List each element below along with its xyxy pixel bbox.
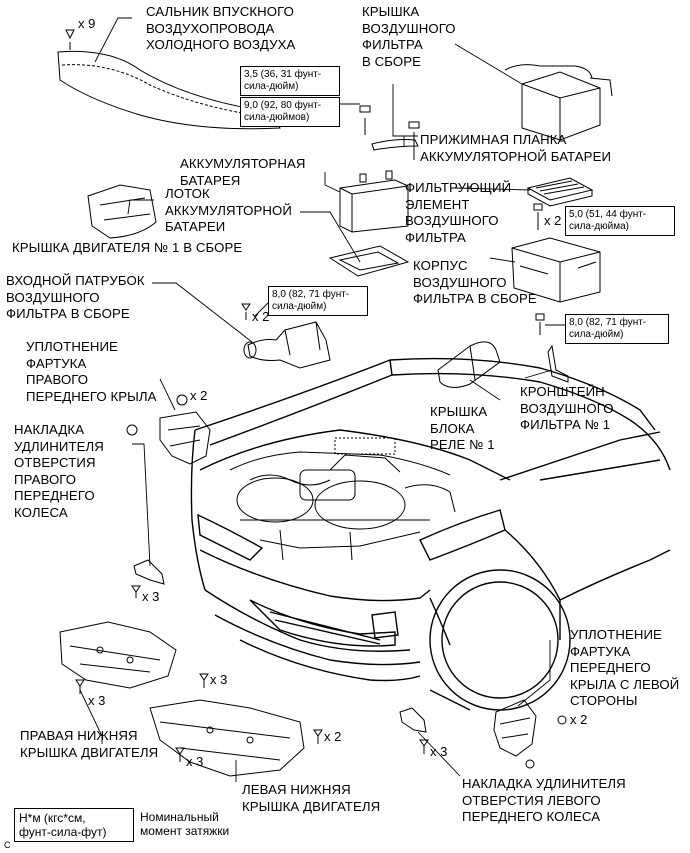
count-rh-extension-screws: x 3 xyxy=(142,589,160,604)
torque-box-2: 9,0 (92, 80 фунт- сила-дюймов) xyxy=(240,97,340,127)
legend-torque-symbol: Н*м (кгс*см, фунт-сила-фут) xyxy=(14,808,134,842)
label-battery-clamp: ПРИЖИМНАЯ ПЛАНКА АККУМУЛЯТОРНОЙ БАТАРЕИ xyxy=(420,132,612,164)
count-center-screws: x 3 xyxy=(210,672,228,687)
label-lh-fender-seal: УПЛОТНЕНИЕ ФАРТУКА ПЕРЕДНЕГО КРЫЛА С ЛЕВ… xyxy=(570,627,680,708)
label-battery-tray: ЛОТОК АККУМУЛЯТОРНОЙ БАТАРЕИ xyxy=(165,186,292,234)
label-lh-under-cover: ЛЕВАЯ НИЖНЯЯ КРЫШКА ДВИГАТЕЛЯ xyxy=(242,782,381,814)
label-engine-cover-1: КРЫШКА ДВИГАТЕЛЯ № 1 В СБОРЕ xyxy=(12,240,243,255)
lh-fender-seal-part xyxy=(493,699,567,769)
lh-under-cover-part xyxy=(149,699,323,777)
rh-under-cover-part xyxy=(59,621,209,694)
rh-extension-part xyxy=(131,559,165,598)
filter-bracket-part xyxy=(535,313,569,383)
label-filter-bracket: КРОНШТЕЙН ВОЗДУШНОГО ФИЛЬТРА № 1 xyxy=(520,384,614,432)
label-filter-element: ФИЛЬТРУЮЩИЙ ЭЛЕМЕНТ ВОЗДУШНОГО ФИЛЬТРА xyxy=(405,180,512,245)
count-filter-case-bolts: x 2 xyxy=(544,213,562,228)
label-filter-case: КОРПУС ВОЗДУШНОГО ФИЛЬТРА В СБОРЕ xyxy=(413,258,537,306)
label-rh-under-cover: ПРАВАЯ НИЖНЯЯ КРЫШКА ДВИГАТЕЛЯ xyxy=(20,728,159,760)
label-intake-seal: САЛЬНИК ВПУСКНОГО ВОЗДУХОПРОВОДА ХОЛОДНО… xyxy=(146,4,296,52)
leader-lines xyxy=(79,17,572,782)
count-intake-seal-clips: x 9 xyxy=(78,16,96,31)
air-filter-cap-part xyxy=(504,64,613,141)
engine-cover-part xyxy=(87,184,157,239)
torque-box-5: 8,0 (82, 71 фунт- сила-дюйм) xyxy=(565,314,669,344)
torque-box-3: 5,0 (51, 44 фунт- сила-дюйма) xyxy=(565,206,675,236)
torque-box-4: 8,0 (82, 71 фунт- сила-дюйм) xyxy=(268,286,368,316)
label-rh-extension: НАКЛАДКА УДЛИНИТЕЛЯ ОТВЕРСТИЯ ПРАВОГО ПЕ… xyxy=(14,422,104,520)
label-air-filter-cap: КРЫШКА ВОЗДУШНОГО ФИЛЬТРА В СБОРЕ xyxy=(362,4,456,69)
battery-part xyxy=(339,170,409,233)
count-lh-under-cover-bolts: x 2 xyxy=(324,729,342,744)
count-lh-seal-clips: x 2 xyxy=(570,712,588,727)
count-lh-under-cover-screws: x 3 xyxy=(186,754,204,769)
relay-cover-part xyxy=(437,341,501,388)
count-rh-seal-clips: x 2 xyxy=(190,388,208,403)
label-lh-extension: НАКЛАДКА УДЛИНИТЕЛЯ ОТВЕРСТИЯ ЛЕВОГО ПЕР… xyxy=(462,776,626,824)
count-rh-under-cover-screws: x 3 xyxy=(88,693,106,708)
torque-box-1: 3,5 (36, 31 фунт- сила-дюйм) xyxy=(240,66,340,96)
filter-case-part xyxy=(511,203,601,303)
rh-fender-seal-part xyxy=(126,394,211,465)
battery-clamp-part xyxy=(359,105,420,160)
battery-tray-part xyxy=(328,245,410,277)
label-rh-fender-seal: УПЛОТНЕНИЕ ФАРТУКА ПРАВОГО ПЕРЕДНЕГО КРЫ… xyxy=(26,339,157,404)
label-battery: АККУМУЛЯТОРНАЯ БАТАРЕЯ xyxy=(180,156,306,188)
lh-extension-part xyxy=(399,707,429,754)
label-inlet: ВХОДНОЙ ПАТРУБОК ВОЗДУШНОГО ФИЛЬТРА В СБ… xyxy=(6,273,145,321)
count-lh-extension-screws: x 3 xyxy=(430,744,448,759)
inlet-part xyxy=(241,303,331,369)
corner-mark: C xyxy=(4,840,11,850)
intake-seal-part xyxy=(57,29,281,130)
legend-torque-description: Номинальный момент затяжки xyxy=(140,810,230,838)
filter-element-part xyxy=(526,177,594,207)
car-front-illustration xyxy=(190,357,671,711)
label-relay-cover: КРЫШКА БЛОКА РЕЛЕ № 1 xyxy=(430,404,495,452)
count-inlet-clips: x 2 xyxy=(252,309,270,324)
